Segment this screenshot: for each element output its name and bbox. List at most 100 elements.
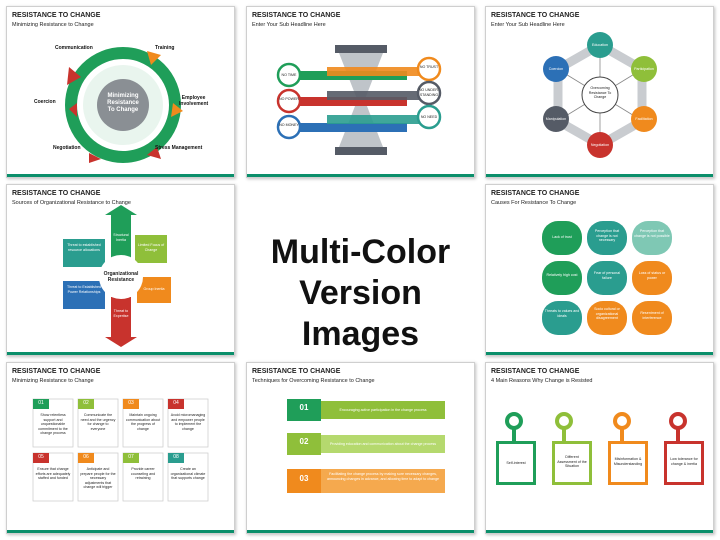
slide-subtitle: Enter Your Sub Headline Here [491,22,565,28]
center-line-1: Organizational [103,271,139,277]
step-text: Avoid micromanaging and empower people t… [170,413,206,431]
cause-cell: Lack of trust [552,235,572,239]
techniques-ribbon-diagram [287,399,445,493]
step-number: 06 [83,454,89,460]
node-education: Education [592,43,608,47]
hourglass-left-label: NO TIME [281,73,297,77]
hourglass-left-label: NO POWER [279,97,299,101]
hourglass-left-label: NO MONEY [279,123,299,127]
burst-item: Structural Inertia [113,233,129,242]
slide-subtitle: 4 Main Reasons Why Change is Resisted [491,378,593,384]
step-number: 05 [38,454,44,460]
center-line-2: Resistance [107,277,135,283]
steps-grid-diagram [32,398,209,502]
step-text: Maintain ongoing communication about the… [125,413,161,431]
burst-item: Threat to established resource allocatio… [67,243,101,252]
node-manipulation: Manipulation [545,117,567,121]
slide-thumbnail-four-reasons[interactable]: RESISTANCE TO CHANGE 4 Main Reasons Why … [485,362,714,534]
cause-cell: Loss of status or power [638,271,666,280]
cause-cell: Perception that change is not necessary [594,229,620,242]
slide-thumbnail-techniques[interactable]: RESISTANCE TO CHANGE Techniques for Over… [246,362,475,534]
step-text: Provide career counseling and retraining [130,467,156,480]
label-employee-involvement: Employee Involvement [179,95,208,107]
center-heading-line-2: Version Images [299,274,422,353]
technique-number: 01 [299,403,309,412]
employee-line-1: Employee [181,95,206,101]
slide-subtitle: Minimizing Resistance to Change [12,378,94,384]
slide-subtitle: Enter Your Sub Headline Here [252,22,326,28]
center-heading: Multi-Color Version Images [243,232,478,355]
technique-text: Providing education and communication ab… [329,442,437,446]
slide-title: RESISTANCE TO CHANGE [491,12,580,19]
slide-thumbnail-organizational-sources[interactable]: RESISTANCE TO CHANGE Sources of Organiza… [6,184,235,356]
causes-grid-diagram [542,221,672,335]
label-communication: Communication [55,45,93,51]
step-text: Anticipate and prepare people for the ne… [80,467,116,489]
hourglass-right-label: NO TRUST [419,65,439,69]
hourglass-right-label: NO UNDER-STANDING [418,88,440,97]
label-training: Training [155,45,175,51]
technique-number: 03 [299,474,309,483]
step-text: Communicate the need and the urgency for… [80,413,116,431]
step-text: Create an organizational climate that su… [170,467,206,480]
slide-subtitle: Sources of Organizational Resistance to … [12,200,131,206]
center-line-1: Overcoming [590,86,610,90]
slide-subtitle: Techniques for Overcoming Resistance to … [252,378,375,384]
slide-title: RESISTANCE TO CHANGE [252,368,341,375]
reason-box: Different Assessment of the Situation [557,455,587,468]
step-text: Ensure that change efforts are adequatel… [35,467,71,480]
slide-subtitle: Causes For Resistance To Change [491,200,577,206]
step-number: 07 [128,454,134,460]
slide-thumbnail-hourglass[interactable]: RESISTANCE TO CHANGE Enter Your Sub Head… [246,6,475,178]
reason-box: Self-interest [506,461,526,465]
center-line-3: Change [593,95,607,99]
slide-thumbnail-eight-steps[interactable]: RESISTANCE TO CHANGE Minimizing Resistan… [6,362,235,534]
burst-item: Limited Focus of Change [137,243,165,252]
reason-box: Misinformation & Misunderstanding [613,457,643,466]
burst-item: Threat to Established Power Relationship… [67,285,101,294]
center-heading-line-1: Multi-Color [270,233,451,271]
slide-title: RESISTANCE TO CHANGE [12,12,101,19]
cause-cell: Socio cultural or organizational disagre… [594,307,620,320]
burst-item: Threat to Expertise [113,309,129,318]
step-number: 04 [173,400,179,406]
technique-text: Facilitating the change process by makin… [326,472,440,481]
step-text: Show relentless support and unquestionab… [38,413,68,435]
hexagon-center-label: Overcoming Resistance To Change [583,86,617,100]
slide-thumbnail-causes-grid[interactable]: RESISTANCE TO CHANGE Causes For Resistan… [485,184,714,356]
cause-cell: Resentment of interference [640,311,664,320]
slide-thumbnail-hexagon[interactable]: RESISTANCE TO CHANGE Enter Your Sub Head… [485,6,714,178]
cause-cell: Fear of personal failure [593,271,621,280]
slide-title: RESISTANCE TO CHANGE [491,190,580,197]
hexagon-diagram [543,32,657,158]
employee-line-2: Involvement [179,101,209,107]
technique-text: Encouraging active participation in the … [339,408,427,412]
hourglass-diagram [276,45,442,155]
node-facilitation: Facilitation [635,117,653,121]
arrow-burst-diagram [63,205,171,347]
slide-title: RESISTANCE TO CHANGE [12,190,101,197]
label-stress-management: Stress Management [155,145,203,151]
label-coercion: Coercion [34,99,56,105]
burst-center-label: Organizational Resistance [101,271,141,283]
slide-title: RESISTANCE TO CHANGE [252,12,341,19]
cause-cell: Perception that change is not possible [634,229,670,238]
step-number: 08 [173,454,179,460]
center-line-1: Minimizing [107,93,139,99]
center-line-2: Resistance [107,100,139,106]
slide-title: RESISTANCE TO CHANGE [12,368,101,375]
hourglass-right-label: NO NEED [420,115,438,119]
node-negotiation: Negotiation [590,143,610,147]
slide-subtitle: Minimizing Resistance to Change [12,22,94,28]
step-number: 02 [83,400,89,406]
cause-cell: Relatively high cost [546,273,578,277]
step-number: 03 [128,400,134,406]
node-participation: Participation [634,67,654,71]
reason-box: Low tolerance for change & inertia [670,457,698,466]
technique-number: 02 [299,437,309,446]
step-number: 01 [38,400,44,406]
slide-thumbnail-minimizing-cycle[interactable]: RESISTANCE TO CHANGE Minimizing Resistan… [6,6,235,178]
reasons-diagram [496,412,704,485]
center-line-2: Resistance To [588,90,612,95]
cycle-diagram [65,47,183,163]
